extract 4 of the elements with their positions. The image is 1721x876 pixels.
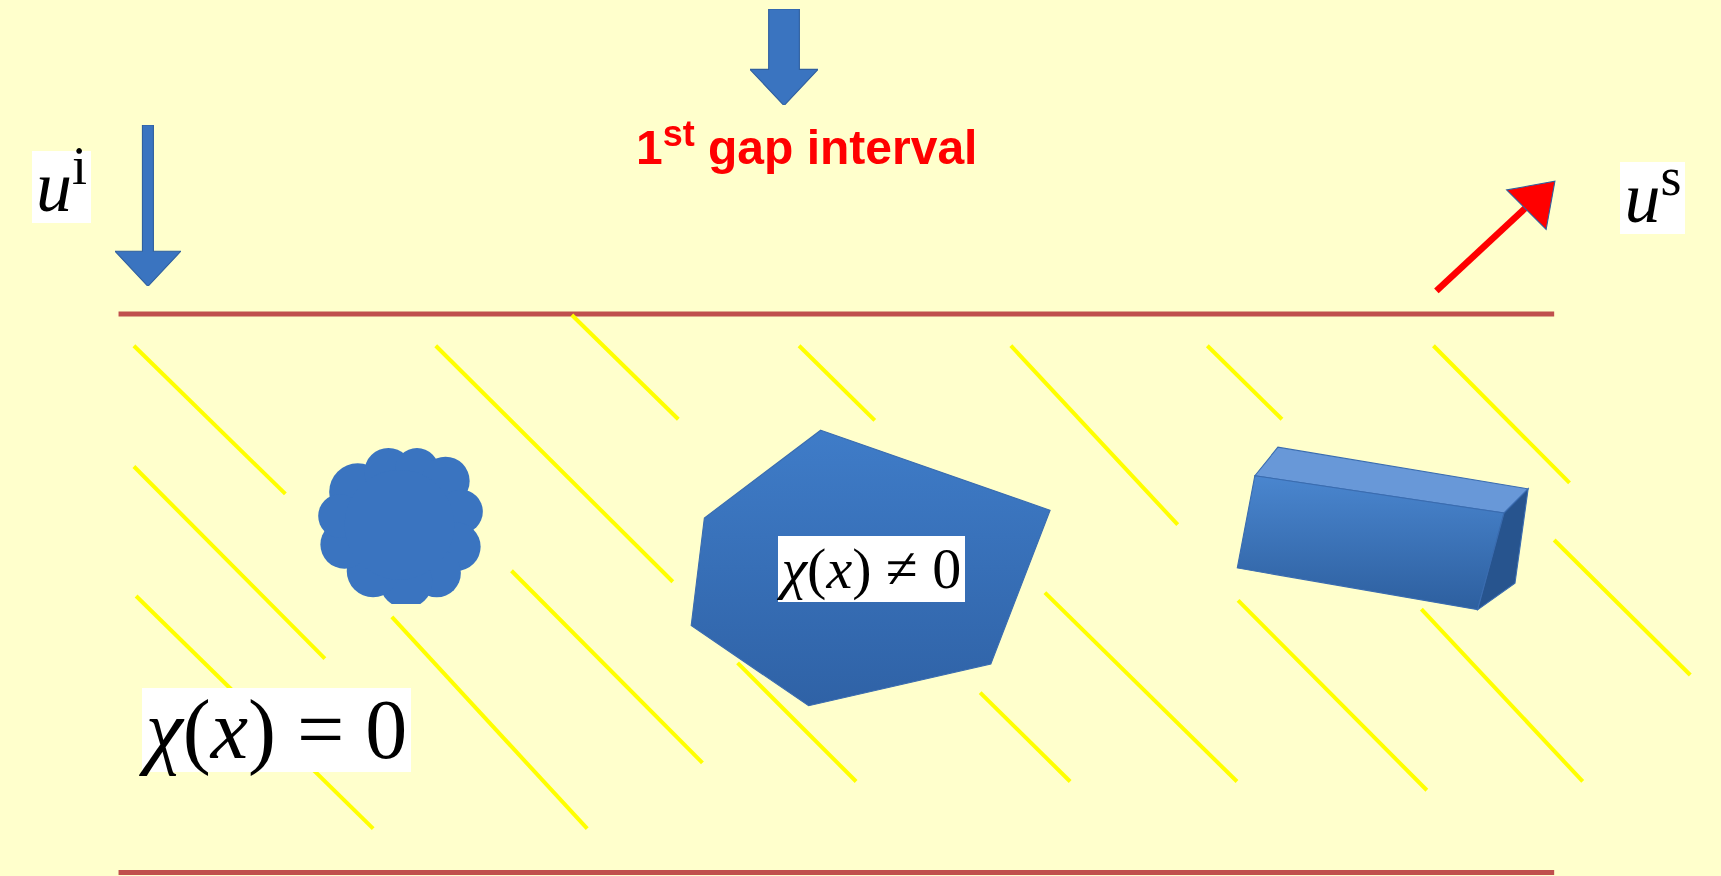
math-label: u$^{i}$ xyxy=(31,150,91,223)
formula-text: χ(x) ≠ 0 xyxy=(777,535,966,602)
math-label: u$^{s}$ xyxy=(1620,161,1686,234)
pentagon-shape xyxy=(689,428,1054,709)
